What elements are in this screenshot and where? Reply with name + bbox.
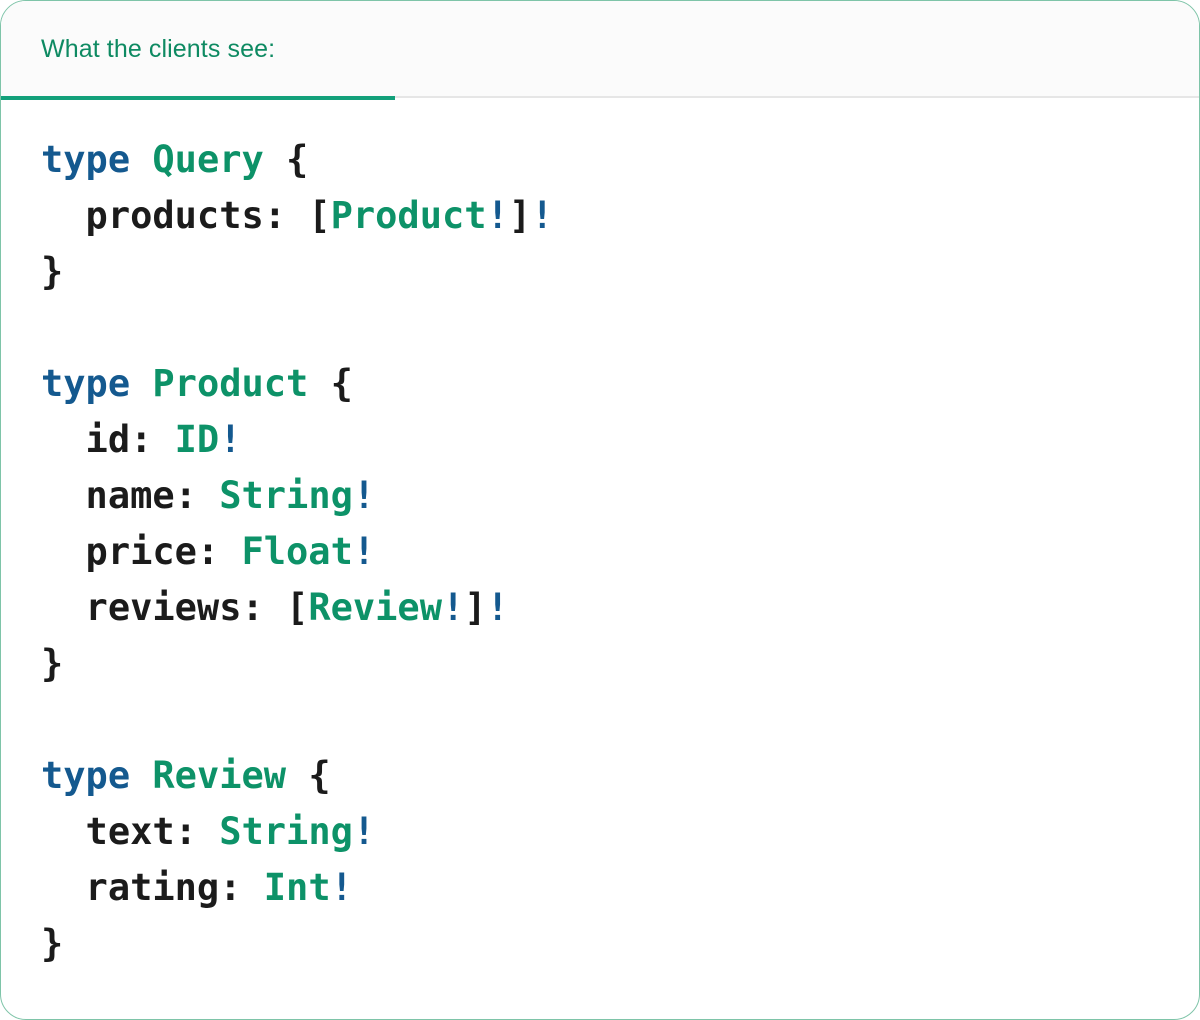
code-token: type [41, 138, 131, 181]
graphql-schema-code: type Query { products: [Product!]! } typ… [41, 132, 1199, 972]
code-token: type [41, 754, 131, 797]
tab-strip: What the clients see: [1, 1, 1199, 100]
code-token: ! [441, 586, 465, 629]
code-token: String [219, 810, 353, 853]
code-token: ] [508, 194, 532, 237]
code-token: { [308, 362, 353, 405]
code-token: text: [41, 810, 220, 853]
code-token: ! [486, 586, 509, 629]
code-token: ] [464, 586, 487, 629]
code-token: products: [ [41, 194, 331, 237]
code-token: ! [531, 194, 554, 237]
code-token [130, 754, 152, 797]
tab-label: What the clients see: [41, 35, 276, 63]
code-token: { [263, 138, 309, 181]
code-token: Review [152, 754, 287, 797]
code-token: Int [263, 866, 331, 909]
code-token: id: [41, 418, 175, 461]
code-token: Query [152, 138, 264, 181]
code-token: ID [174, 418, 220, 461]
code-token: String [219, 474, 353, 517]
code-token: price: [41, 530, 242, 573]
active-tab-indicator [1, 96, 395, 100]
code-token: rating: [41, 866, 264, 909]
code-token: ! [330, 866, 353, 909]
code-token: } [41, 922, 64, 965]
code-token: } [41, 250, 64, 293]
code-token [130, 362, 152, 405]
code-token [130, 138, 152, 181]
code-token: Review [308, 586, 442, 629]
code-token: ! [352, 530, 376, 573]
code-token: reviews: [ [41, 586, 309, 629]
code-token: Product [152, 362, 309, 405]
code-token: ! [219, 418, 242, 461]
code-token: ! [486, 194, 509, 237]
code-panel: type Query { products: [Product!]! } typ… [1, 98, 1199, 972]
code-token: ! [352, 474, 376, 517]
tab-what-the-clients-see[interactable]: What the clients see: [1, 1, 395, 98]
code-token: { [286, 754, 331, 797]
code-token: ! [352, 810, 376, 853]
code-token: type [41, 362, 131, 405]
code-token: name: [41, 474, 220, 517]
code-token: Float [241, 530, 353, 573]
code-token: Product [330, 194, 487, 237]
code-token: } [41, 642, 64, 685]
